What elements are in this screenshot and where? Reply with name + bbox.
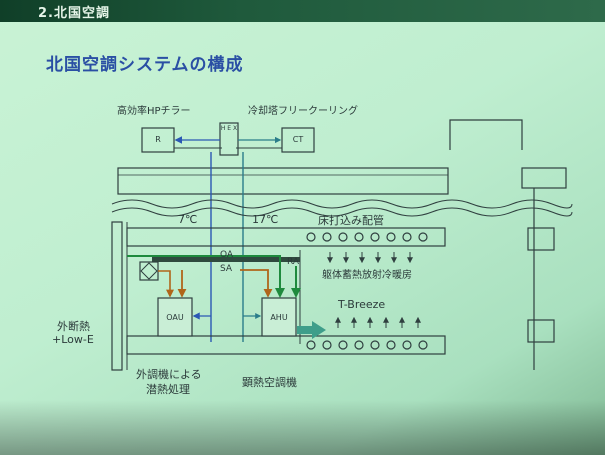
hex-box (219, 122, 239, 156)
section-break-bottom (111, 207, 573, 217)
lower-floor-slab (126, 335, 446, 355)
penthouse-outline (449, 119, 523, 150)
radiant-label: 躯体蓄熱放射冷暖房 (322, 270, 412, 281)
temp-7c: 7℃ (178, 213, 198, 226)
sa-label: SA (220, 264, 233, 274)
slide-title: 北国空調システムの構成 (46, 55, 244, 75)
hex-box-label: H E X (220, 125, 238, 132)
outdoor-unit-label-line2: 潜熱処理 (146, 383, 190, 396)
chiller-label: 高効率HPチラー (117, 106, 191, 117)
cooling-tower-box (281, 127, 315, 153)
roof-slab-right (521, 167, 567, 189)
right-slab-lower (527, 319, 555, 343)
t-breeze-arrow (297, 321, 326, 339)
roof-slab (117, 167, 449, 195)
insulation-label-line1: 外断熱 (57, 320, 90, 333)
chiller-box-label: R (155, 135, 161, 144)
ahu-label: AHU (270, 313, 288, 322)
oa-line (127, 255, 285, 298)
ahu-unit (261, 297, 297, 337)
heat-recovery-line (158, 270, 174, 298)
t-breeze-arrows (335, 316, 421, 328)
free-cooling-label: 冷却塔フリークーリング (248, 106, 358, 117)
ra-label: RA (287, 257, 300, 267)
outdoor-unit-label-line1: 外調機による (136, 368, 202, 381)
upper-floor-slab (126, 227, 446, 247)
floor-piping-label: 床打込み配管 (318, 214, 384, 227)
facade-wall (111, 221, 123, 371)
oau-unit (157, 297, 193, 337)
oa-label: OA (220, 250, 234, 260)
heat-recovery-box (139, 261, 159, 281)
insulation-label-line2: +Low-E (52, 333, 94, 346)
heat-recovery-diamond (140, 262, 158, 280)
floor-pipes-lower (306, 340, 428, 350)
chiller-box (141, 127, 175, 153)
duct-bar (152, 257, 300, 262)
temp-17c: 17℃ (252, 213, 279, 226)
header-band (0, 0, 605, 22)
oau-label: OAU (166, 313, 184, 322)
t-breeze-label: T-Breeze (338, 298, 386, 311)
radiant-arrows (327, 252, 413, 264)
section-break-top (111, 199, 573, 209)
floor-pipes-upper (306, 232, 428, 242)
sensible-ahu-label: 顕熱空調機 (242, 376, 297, 389)
section-label: 2.北国空調 (38, 6, 110, 21)
ct-box-label: CT (292, 135, 304, 144)
sa-line (240, 269, 273, 298)
right-slab-upper (527, 227, 555, 251)
